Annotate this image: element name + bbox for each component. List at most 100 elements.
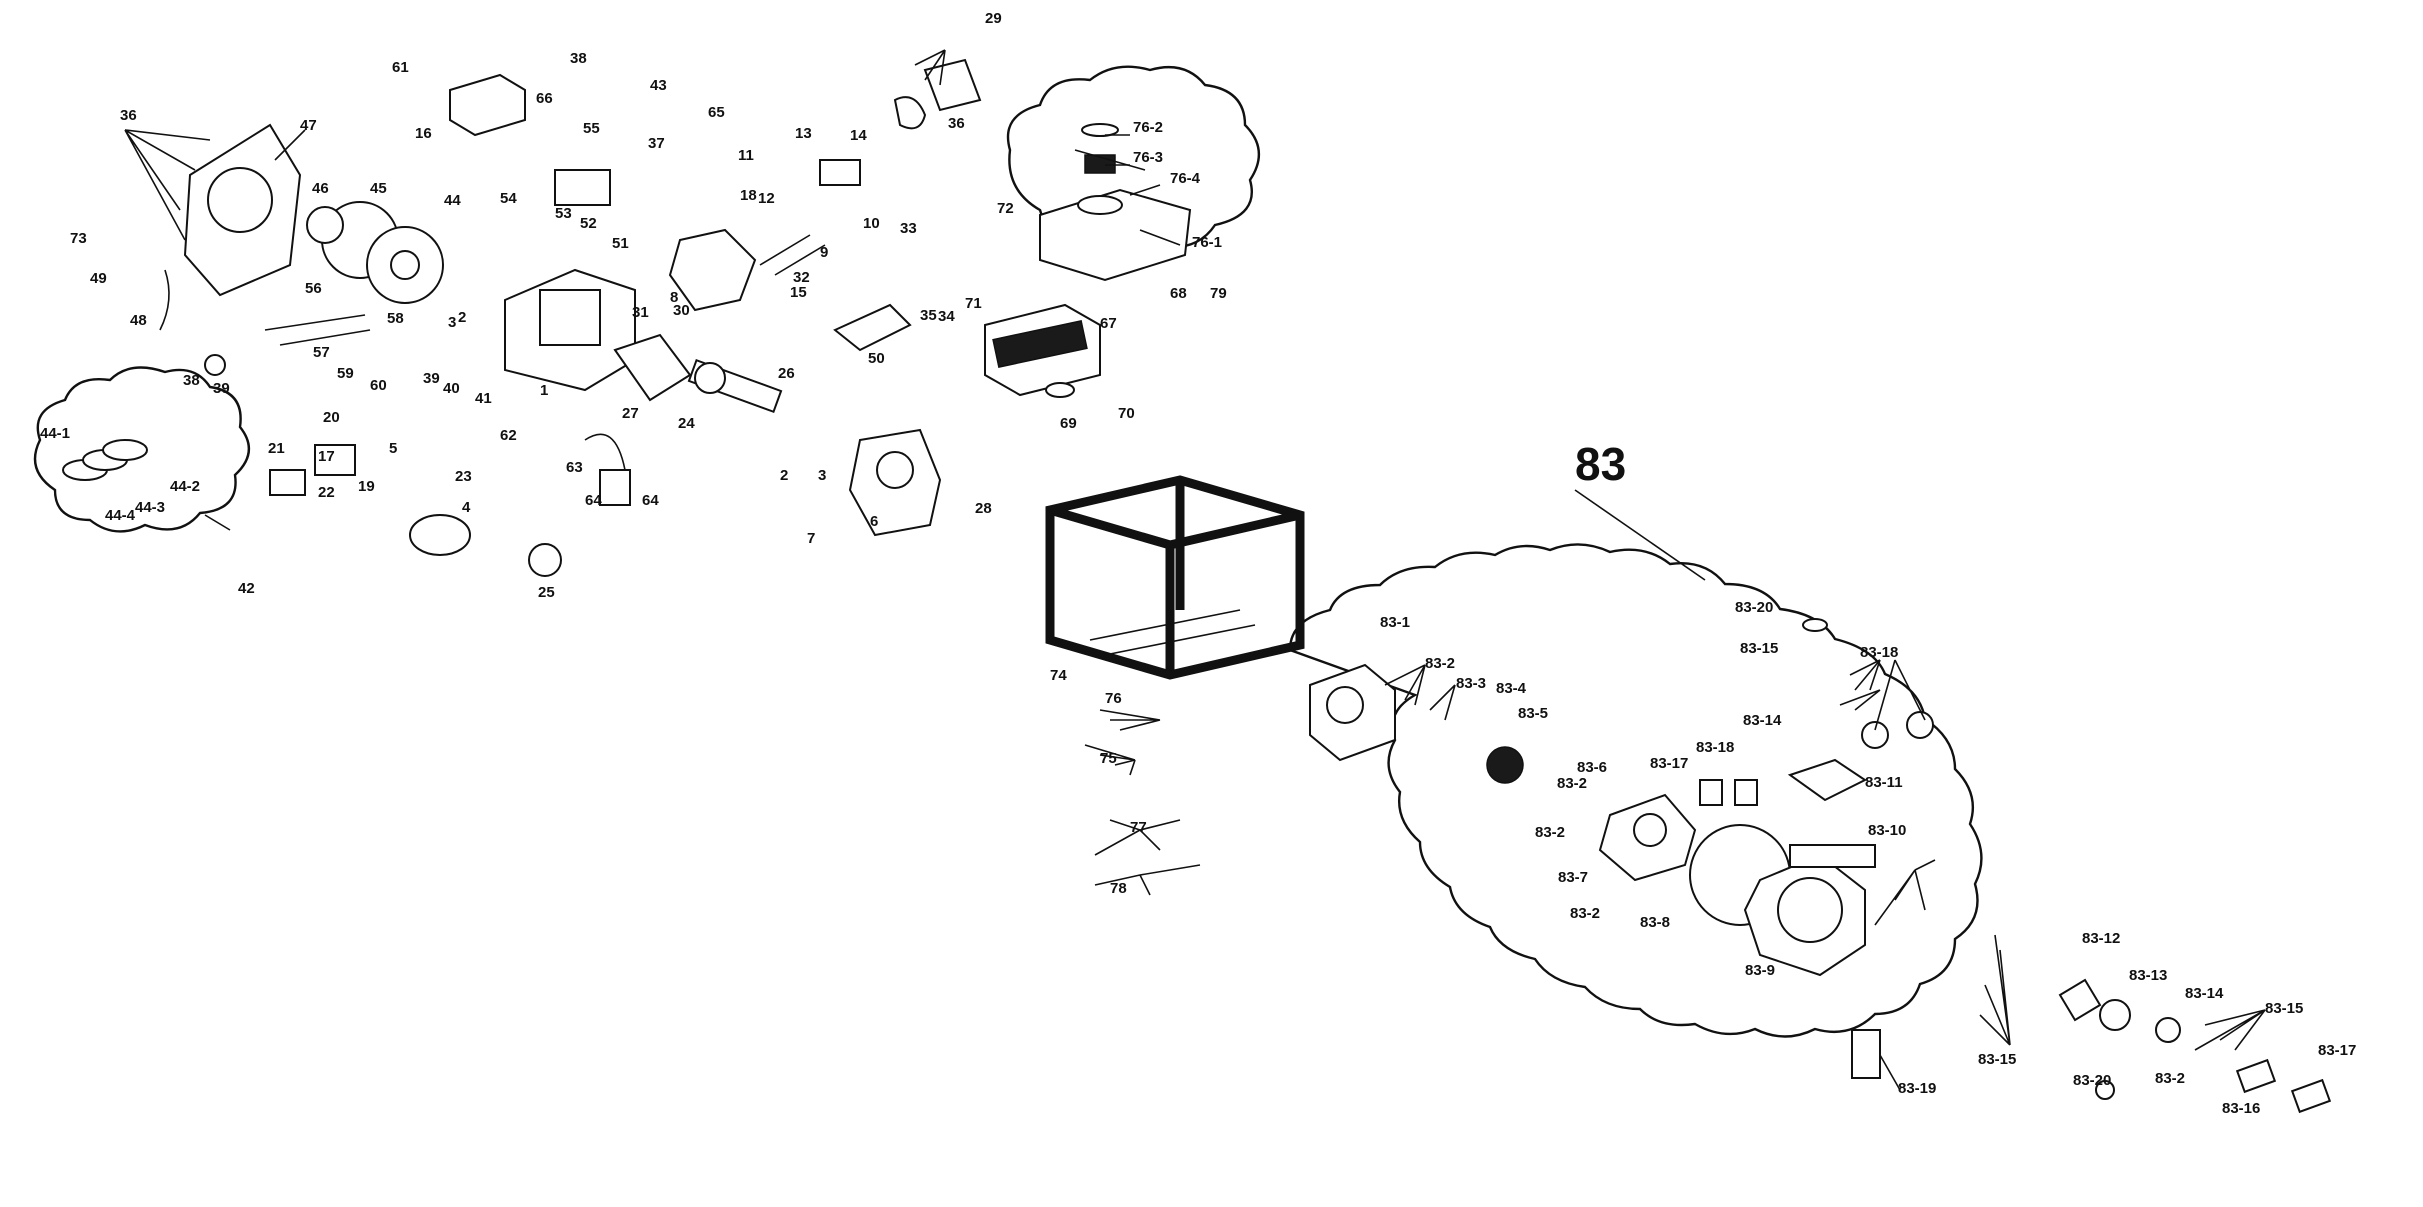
callout-label: 20 xyxy=(323,409,340,426)
callout-label: 48 xyxy=(130,312,147,329)
callout-label: 27 xyxy=(622,405,639,422)
callout-label: 38 xyxy=(570,50,587,67)
callout-label: 83-19 xyxy=(1898,1080,1936,1097)
callout-label: 23 xyxy=(455,468,472,485)
callout-label: 2 xyxy=(780,467,788,484)
callout-label: 36 xyxy=(120,107,137,124)
callout-label: 83-2 xyxy=(1570,905,1600,922)
callout-label: 31 xyxy=(632,304,649,321)
callout-label: 44-4 xyxy=(105,507,136,524)
callout-83-label: 83 xyxy=(1575,438,1626,490)
leader-lines xyxy=(124,49,2266,1091)
callout-label: 74 xyxy=(1050,667,1067,684)
callout-label: 71 xyxy=(965,295,982,312)
callout-label: 46 xyxy=(312,180,329,197)
callout-label: 83-20 xyxy=(1735,599,1773,616)
callout-label: 83-2 xyxy=(1535,824,1565,841)
callout-label: 38 xyxy=(183,372,200,389)
callout-label: 83-18 xyxy=(1860,644,1898,661)
callout-label: 12 xyxy=(758,190,775,207)
callout-label: 53 xyxy=(555,205,572,222)
callout-label: 56 xyxy=(305,280,322,297)
callout-label: 76-2 xyxy=(1133,119,1163,136)
callout-label: 3 xyxy=(448,314,456,331)
callout-label: 83-14 xyxy=(2185,985,2224,1002)
callout-label: 10 xyxy=(863,215,880,232)
callout-label: 39 xyxy=(213,380,230,397)
callout-label: 44-1 xyxy=(40,425,70,442)
callout-label: 7 xyxy=(807,530,815,547)
callout-label: 55 xyxy=(583,120,600,137)
callout-label: 1 xyxy=(540,382,548,399)
callout-label: 66 xyxy=(536,90,553,107)
callout-label: 83-8 xyxy=(1640,914,1670,931)
callout-label: 37 xyxy=(648,135,665,152)
callout-label: 39 xyxy=(423,370,440,387)
callout-label: 14 xyxy=(850,127,867,144)
callout-label: 33 xyxy=(900,220,917,237)
callout-label: 13 xyxy=(795,125,812,142)
callout-label: 44-2 xyxy=(170,478,200,495)
callout-label: 40 xyxy=(443,380,460,397)
callout-label: 70 xyxy=(1118,405,1135,422)
callout-label: 58 xyxy=(387,310,404,327)
callout-label: 83-15 xyxy=(2265,1000,2303,1017)
callout-label: 11 xyxy=(738,147,754,164)
callout-label: 83-3 xyxy=(1456,675,1486,692)
callout-label: 83-13 xyxy=(2129,967,2167,984)
callout-label: 83-18 xyxy=(1696,739,1734,756)
callout-label: 83-7 xyxy=(1558,869,1588,886)
callout-label: 9 xyxy=(820,244,828,261)
callout-label: 77 xyxy=(1130,819,1147,836)
callout-label: 2 xyxy=(458,309,466,326)
callout-label: 76-3 xyxy=(1133,149,1163,166)
callout-label: 34 xyxy=(938,308,955,325)
callout-label: 83-1 xyxy=(1380,614,1410,631)
callout-label: 76-1 xyxy=(1192,234,1222,251)
callout-label: 72 xyxy=(997,200,1014,217)
callout-label: 83-15 xyxy=(1740,640,1778,657)
callout-label: 52 xyxy=(580,215,597,232)
callout-label: 22 xyxy=(318,484,335,501)
callout-label: 26 xyxy=(778,365,795,382)
callout-label: 42 xyxy=(238,580,255,597)
callout-label: 78 xyxy=(1110,880,1127,897)
callout-label: 83-2 xyxy=(2155,1070,2185,1087)
callout-label: 83-17 xyxy=(2318,1042,2356,1059)
callout-label: 83-2 xyxy=(1557,775,1587,792)
callout-label: 43 xyxy=(650,77,667,94)
callout-label: 6 xyxy=(870,513,878,530)
callout-label: 8 xyxy=(670,289,678,306)
callout-label: 73 xyxy=(70,230,87,247)
callout-label: 83-2 xyxy=(1425,655,1455,672)
callout-label: 83-5 xyxy=(1518,705,1548,722)
callout-label: 83-15 xyxy=(1978,1051,2016,1068)
callout-label: 41 xyxy=(475,390,492,407)
callout-label: 57 xyxy=(313,344,330,361)
callout-label: 83-14 xyxy=(1743,712,1782,729)
callout-label: 83-20 xyxy=(2073,1072,2111,1089)
callout-label: 30 xyxy=(673,302,690,319)
callout-label: 59 xyxy=(337,365,354,382)
callout-label: 54 xyxy=(500,190,517,207)
callout-label: 28 xyxy=(975,500,992,517)
engine-parts xyxy=(62,58,1192,577)
callout-label: 76-4 xyxy=(1170,170,1201,187)
callout-label: 25 xyxy=(538,584,555,601)
callout-label: 16 xyxy=(415,125,432,142)
callout-label: 29 xyxy=(985,10,1002,27)
callout-label: 15 xyxy=(790,284,807,301)
callout-label: 83-10 xyxy=(1868,822,1906,839)
callout-label: 50 xyxy=(868,350,885,367)
callout-label: 44-3 xyxy=(135,499,165,516)
frame xyxy=(1045,475,1305,680)
callout-label: 60 xyxy=(370,377,387,394)
callout-label: 65 xyxy=(708,104,725,121)
callout-label: 83-11 xyxy=(1865,774,1903,791)
callout-label: 83-9 xyxy=(1745,962,1775,979)
callout-label: 83-17 xyxy=(1650,755,1688,772)
callout-label: 36 xyxy=(948,115,965,132)
callout-label: 47 xyxy=(300,117,317,134)
